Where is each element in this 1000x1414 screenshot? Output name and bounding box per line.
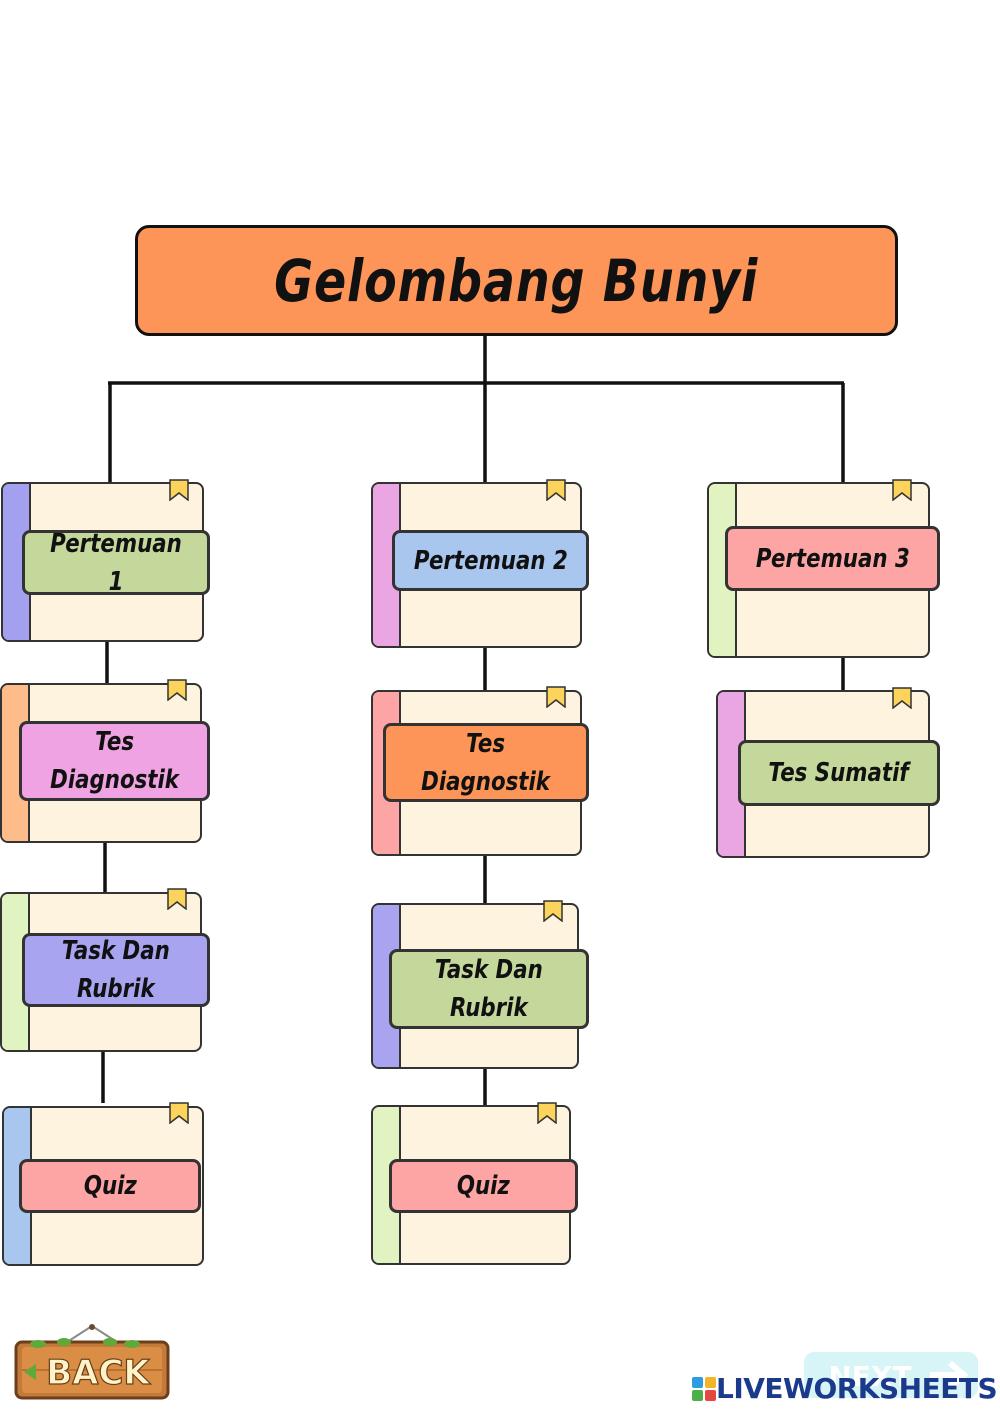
label-text: Pertemuan 3 <box>755 543 910 574</box>
label-quiz-1[interactable]: Quiz <box>19 1159 201 1213</box>
label-tes-diagnostik-1[interactable]: Tes Diagnostik <box>19 721 210 801</box>
bookmark-icon <box>167 679 187 701</box>
label-tes-diagnostik-2[interactable]: Tes Diagnostik <box>383 723 589 802</box>
label-task-dan-rubrik-1[interactable]: Task Dan Rubrik <box>22 933 210 1007</box>
label-text: Quiz <box>456 1171 511 1201</box>
bookmark-icon <box>546 686 566 708</box>
label-text: Task Dan Rubrik <box>62 936 170 1004</box>
label-task-dan-rubrik-2[interactable]: Task Dan Rubrik <box>389 949 589 1029</box>
title-box: Gelombang Bunyi <box>135 225 898 336</box>
label-text: Pertemuan 1 <box>50 528 182 597</box>
bookmark-icon <box>543 900 563 922</box>
next-button[interactable]: NEXT <box>802 1350 980 1400</box>
label-text: Tes Sumatif <box>768 758 910 788</box>
brand-text: LIVEWORKSHEETS <box>716 1372 998 1405</box>
label-pertemuan-1[interactable]: Pertemuan 1 <box>22 529 210 597</box>
next-label: NEXT <box>828 1360 911 1393</box>
back-button[interactable]: BACK <box>14 1322 170 1400</box>
bookmark-icon <box>167 888 187 910</box>
label-quiz-2[interactable]: Quiz <box>389 1159 578 1213</box>
bookmark-icon <box>169 1102 189 1124</box>
label-tes-sumatif[interactable]: Tes Sumatif <box>738 740 940 806</box>
label-text: Pertemuan 2 <box>413 545 568 576</box>
bookmark-icon <box>892 479 912 501</box>
label-pertemuan-3[interactable]: Pertemuan 3 <box>725 526 940 591</box>
label-pertemuan-2[interactable]: Pertemuan 2 <box>392 530 589 591</box>
label-text: Task Dan Rubrik <box>435 955 543 1023</box>
logo-grid-icon <box>692 1376 716 1401</box>
diagram-title: Gelombang Bunyi <box>274 246 759 315</box>
liveworksheets-logo: LIVEWORKSHEETS <box>692 1372 998 1405</box>
label-text: Tes Diagnostik <box>50 727 179 795</box>
back-label: BACK <box>46 1353 151 1393</box>
bookmark-icon <box>892 687 912 709</box>
bookmark-icon <box>169 479 189 501</box>
bookmark-icon <box>537 1102 557 1124</box>
bookmark-icon <box>546 479 566 501</box>
label-text: Tes Diagnostik <box>421 728 551 797</box>
label-text: Quiz <box>83 1171 137 1201</box>
